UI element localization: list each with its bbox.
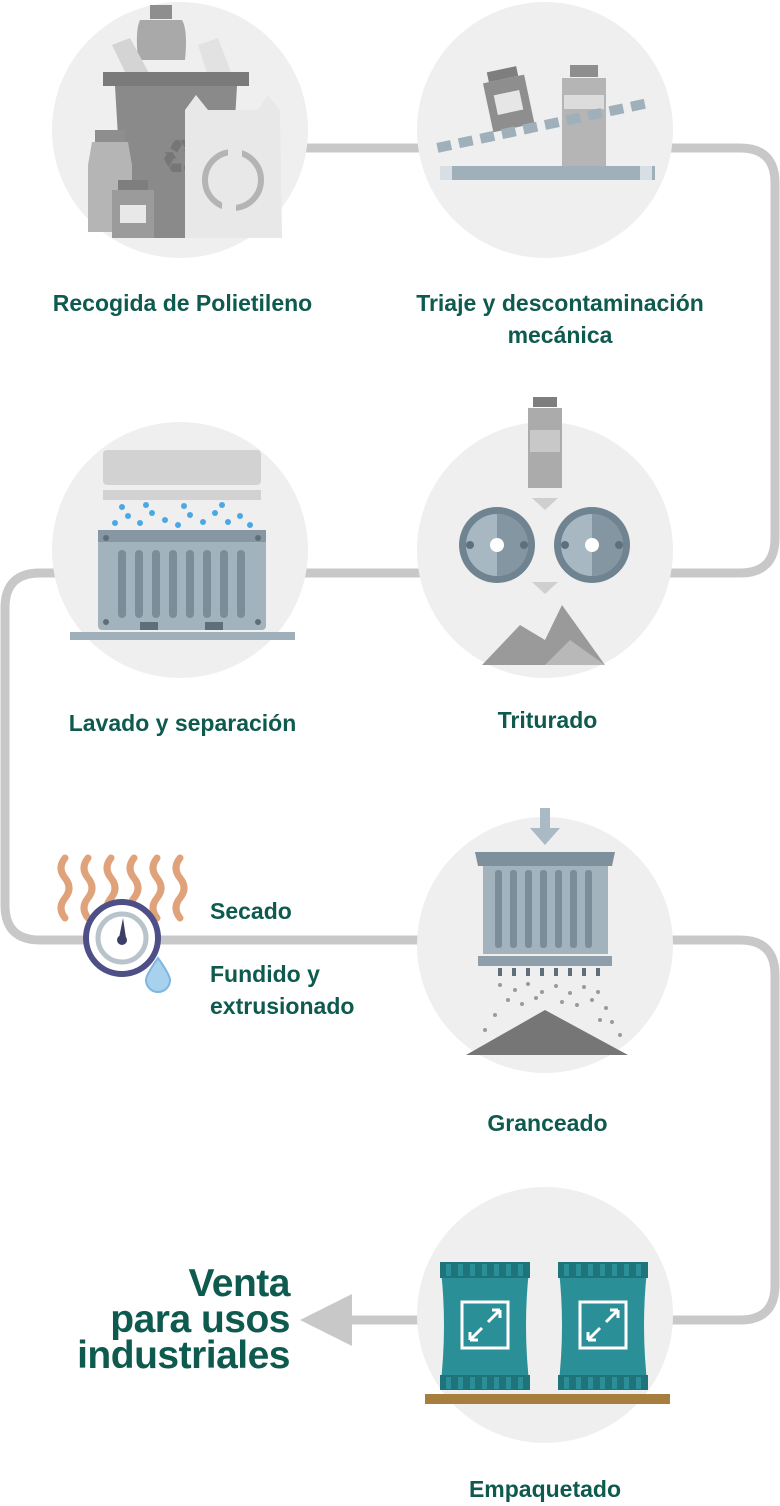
step-label-fundido: Fundido y extrusionado xyxy=(210,958,354,1022)
step-label-fundido-line1: Fundido y xyxy=(210,961,320,987)
final-destination-label: Venta para usos industriales xyxy=(20,1262,290,1377)
triturado-circle xyxy=(417,422,673,678)
packaging-bags-icon xyxy=(425,1262,670,1404)
step-label-triturado: Triturado xyxy=(497,707,598,733)
step-label-triaje: Triaje y descontaminación mecánica xyxy=(380,287,740,351)
final-arrow-head xyxy=(300,1294,352,1346)
recycling-bin-icon: ♻ xyxy=(88,5,282,238)
pressure-gauge-icon xyxy=(83,899,161,977)
final-line-2: para usos xyxy=(110,1298,290,1341)
step-label-triaje-line2: mecánica xyxy=(507,322,613,348)
step-label-empaquetado: Empaquetado xyxy=(468,1476,622,1502)
step-label-granceado: Granceado xyxy=(487,1110,608,1136)
water-drop-icon xyxy=(144,956,172,993)
step-label-lavado: Lavado y separación xyxy=(68,710,297,736)
step-label-secado: Secado xyxy=(210,898,292,924)
triaje-circle xyxy=(417,2,673,258)
step-label-recogida: Recogida de Polietileno xyxy=(52,290,313,316)
step-label-triaje-line1: Triaje y descontaminación xyxy=(416,290,704,316)
shredder-icon xyxy=(459,397,630,665)
final-line-1: Venta xyxy=(188,1262,290,1305)
pelletizer-icon xyxy=(466,808,628,1055)
washing-machine-icon xyxy=(70,450,295,640)
sorting-conveyor-icon xyxy=(436,65,655,180)
final-line-3: industriales xyxy=(77,1334,290,1377)
process-connector-line xyxy=(0,143,780,1325)
step-label-fundido-line2: extrusionado xyxy=(210,993,355,1019)
